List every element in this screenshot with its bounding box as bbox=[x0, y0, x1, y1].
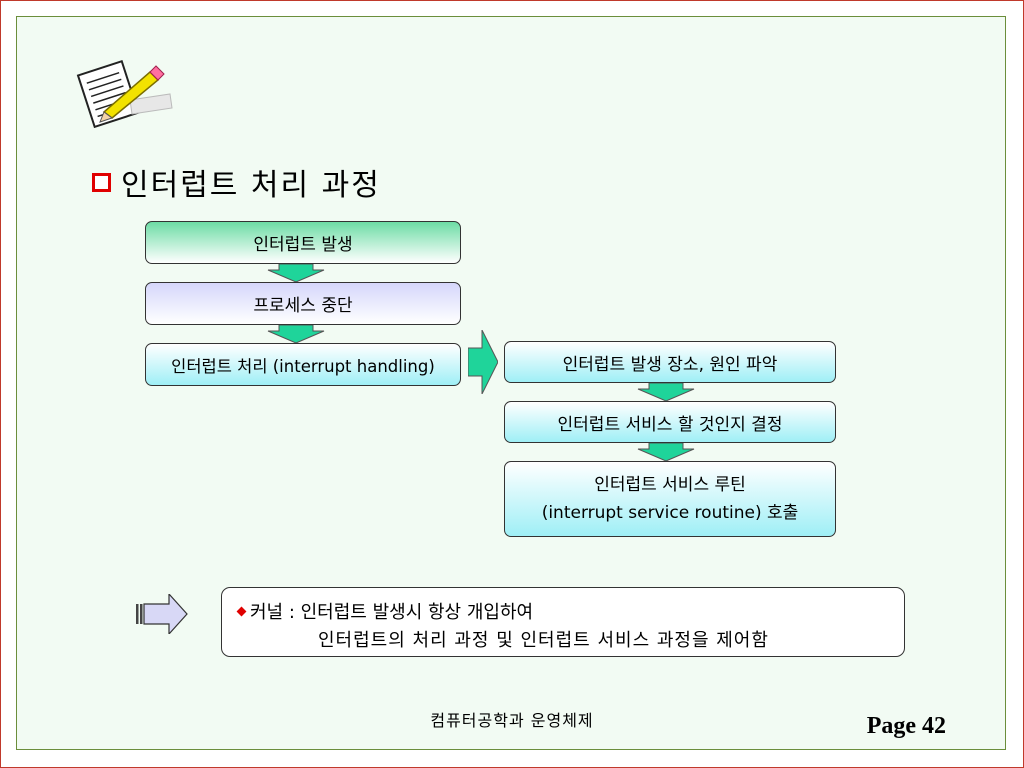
down-arrow-icon bbox=[267, 325, 325, 343]
striped-right-arrow-icon bbox=[136, 594, 188, 634]
slide-title: 인터럽트 처리 과정 bbox=[92, 160, 381, 204]
footer-course-name: 컴퓨터공학과 운영체제 bbox=[430, 711, 594, 730]
kernel-note-box: 커널 : 인터럽트 발생시 항상 개입하여 인터럽트의 처리 과정 및 인터럽트… bbox=[221, 587, 905, 657]
flow-step-interrupt-occurs: 인터럽트 발생 bbox=[145, 221, 461, 264]
diamond-bullet-icon bbox=[236, 606, 247, 617]
kernel-note-line2: 인터럽트의 처리 과정 및 인터럽트 서비스 과정을 제어함 bbox=[318, 630, 769, 651]
page-number: Page 42 bbox=[866, 713, 946, 739]
slide-title-text: 인터럽트 처리 과정 bbox=[121, 168, 381, 203]
flow-substep-call-isr-line1: 인터럽트 서비스 루틴 bbox=[594, 475, 746, 495]
down-arrow-icon bbox=[637, 383, 695, 401]
flow-substep-identify-cause: 인터럽트 발생 장소, 원인 파악 bbox=[504, 341, 836, 383]
flow-substep-call-isr: 인터럽트 서비스 루틴 (interrupt service routine) … bbox=[504, 461, 836, 537]
flow-step-interrupt-handling: 인터럽트 처리 (interrupt handling) bbox=[145, 343, 461, 386]
right-arrow-icon bbox=[468, 330, 498, 394]
flow-step-process-suspend: 프로세스 중단 bbox=[145, 282, 461, 325]
kernel-note-line1: 커널 : 인터럽트 발생시 항상 개입하여 bbox=[236, 598, 534, 624]
square-bullet-icon bbox=[92, 172, 111, 192]
notepad-pencil-icon bbox=[76, 60, 173, 128]
kernel-note-line1-text: 커널 : 인터럽트 발생시 항상 개입하여 bbox=[250, 602, 534, 623]
down-arrow-icon bbox=[637, 443, 695, 461]
flow-substep-decide-service: 인터럽트 서비스 할 것인지 결정 bbox=[504, 401, 836, 443]
flow-substep-call-isr-line2: (interrupt service routine) 호출 bbox=[541, 503, 799, 523]
down-arrow-icon bbox=[267, 264, 325, 282]
